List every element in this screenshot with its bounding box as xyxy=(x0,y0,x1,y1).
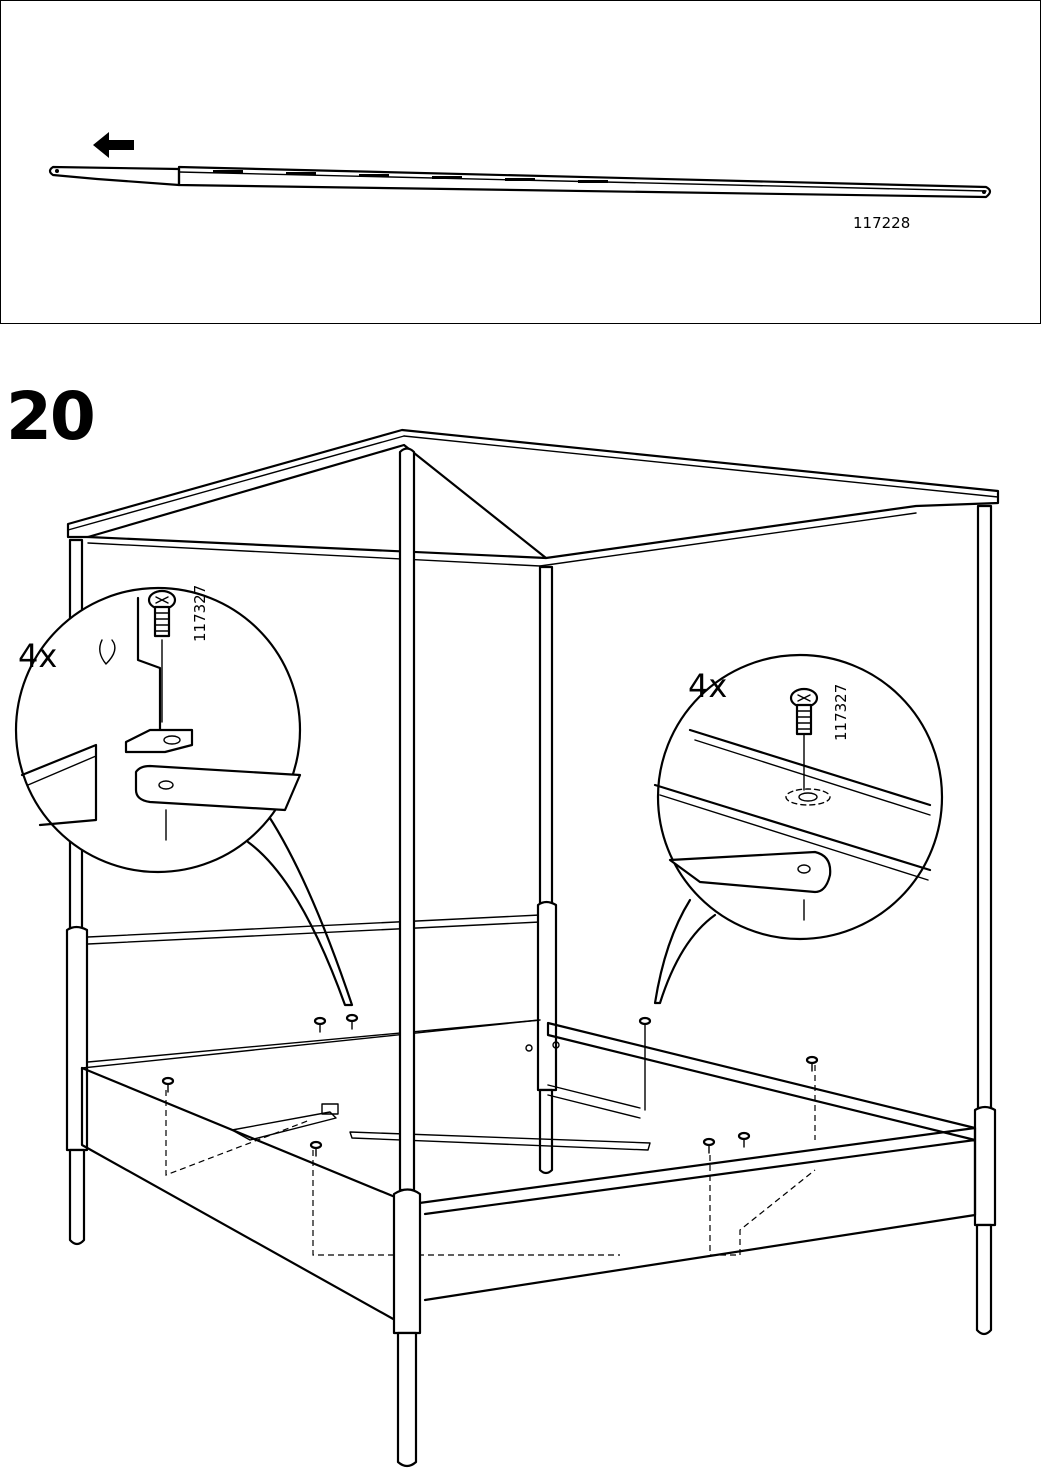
hidden-supports xyxy=(166,1065,815,1255)
screw-icon xyxy=(704,1139,714,1153)
side-rail-right xyxy=(526,1023,975,1140)
screw-icon xyxy=(315,1018,325,1032)
detail-right: 4x 117327 xyxy=(655,655,942,1003)
center-slat xyxy=(232,1104,650,1150)
post-front-left xyxy=(394,449,420,1467)
canopy-frame xyxy=(68,430,998,566)
screws xyxy=(163,1015,817,1156)
screw-icon xyxy=(163,1078,173,1092)
detail-left-quantity: 4x xyxy=(18,637,57,675)
detail-right-quantity: 4x xyxy=(688,667,727,705)
post-front-right xyxy=(975,506,995,1334)
post-back-right xyxy=(538,567,556,1173)
screw-icon xyxy=(347,1015,357,1029)
screw-icon xyxy=(640,1018,650,1110)
detail-right-part-number: 117327 xyxy=(832,684,850,741)
screw-icon xyxy=(739,1133,749,1147)
headboard xyxy=(88,915,540,1062)
detail-left-part-number: 117327 xyxy=(191,585,209,642)
bed-frame xyxy=(82,1020,975,1320)
